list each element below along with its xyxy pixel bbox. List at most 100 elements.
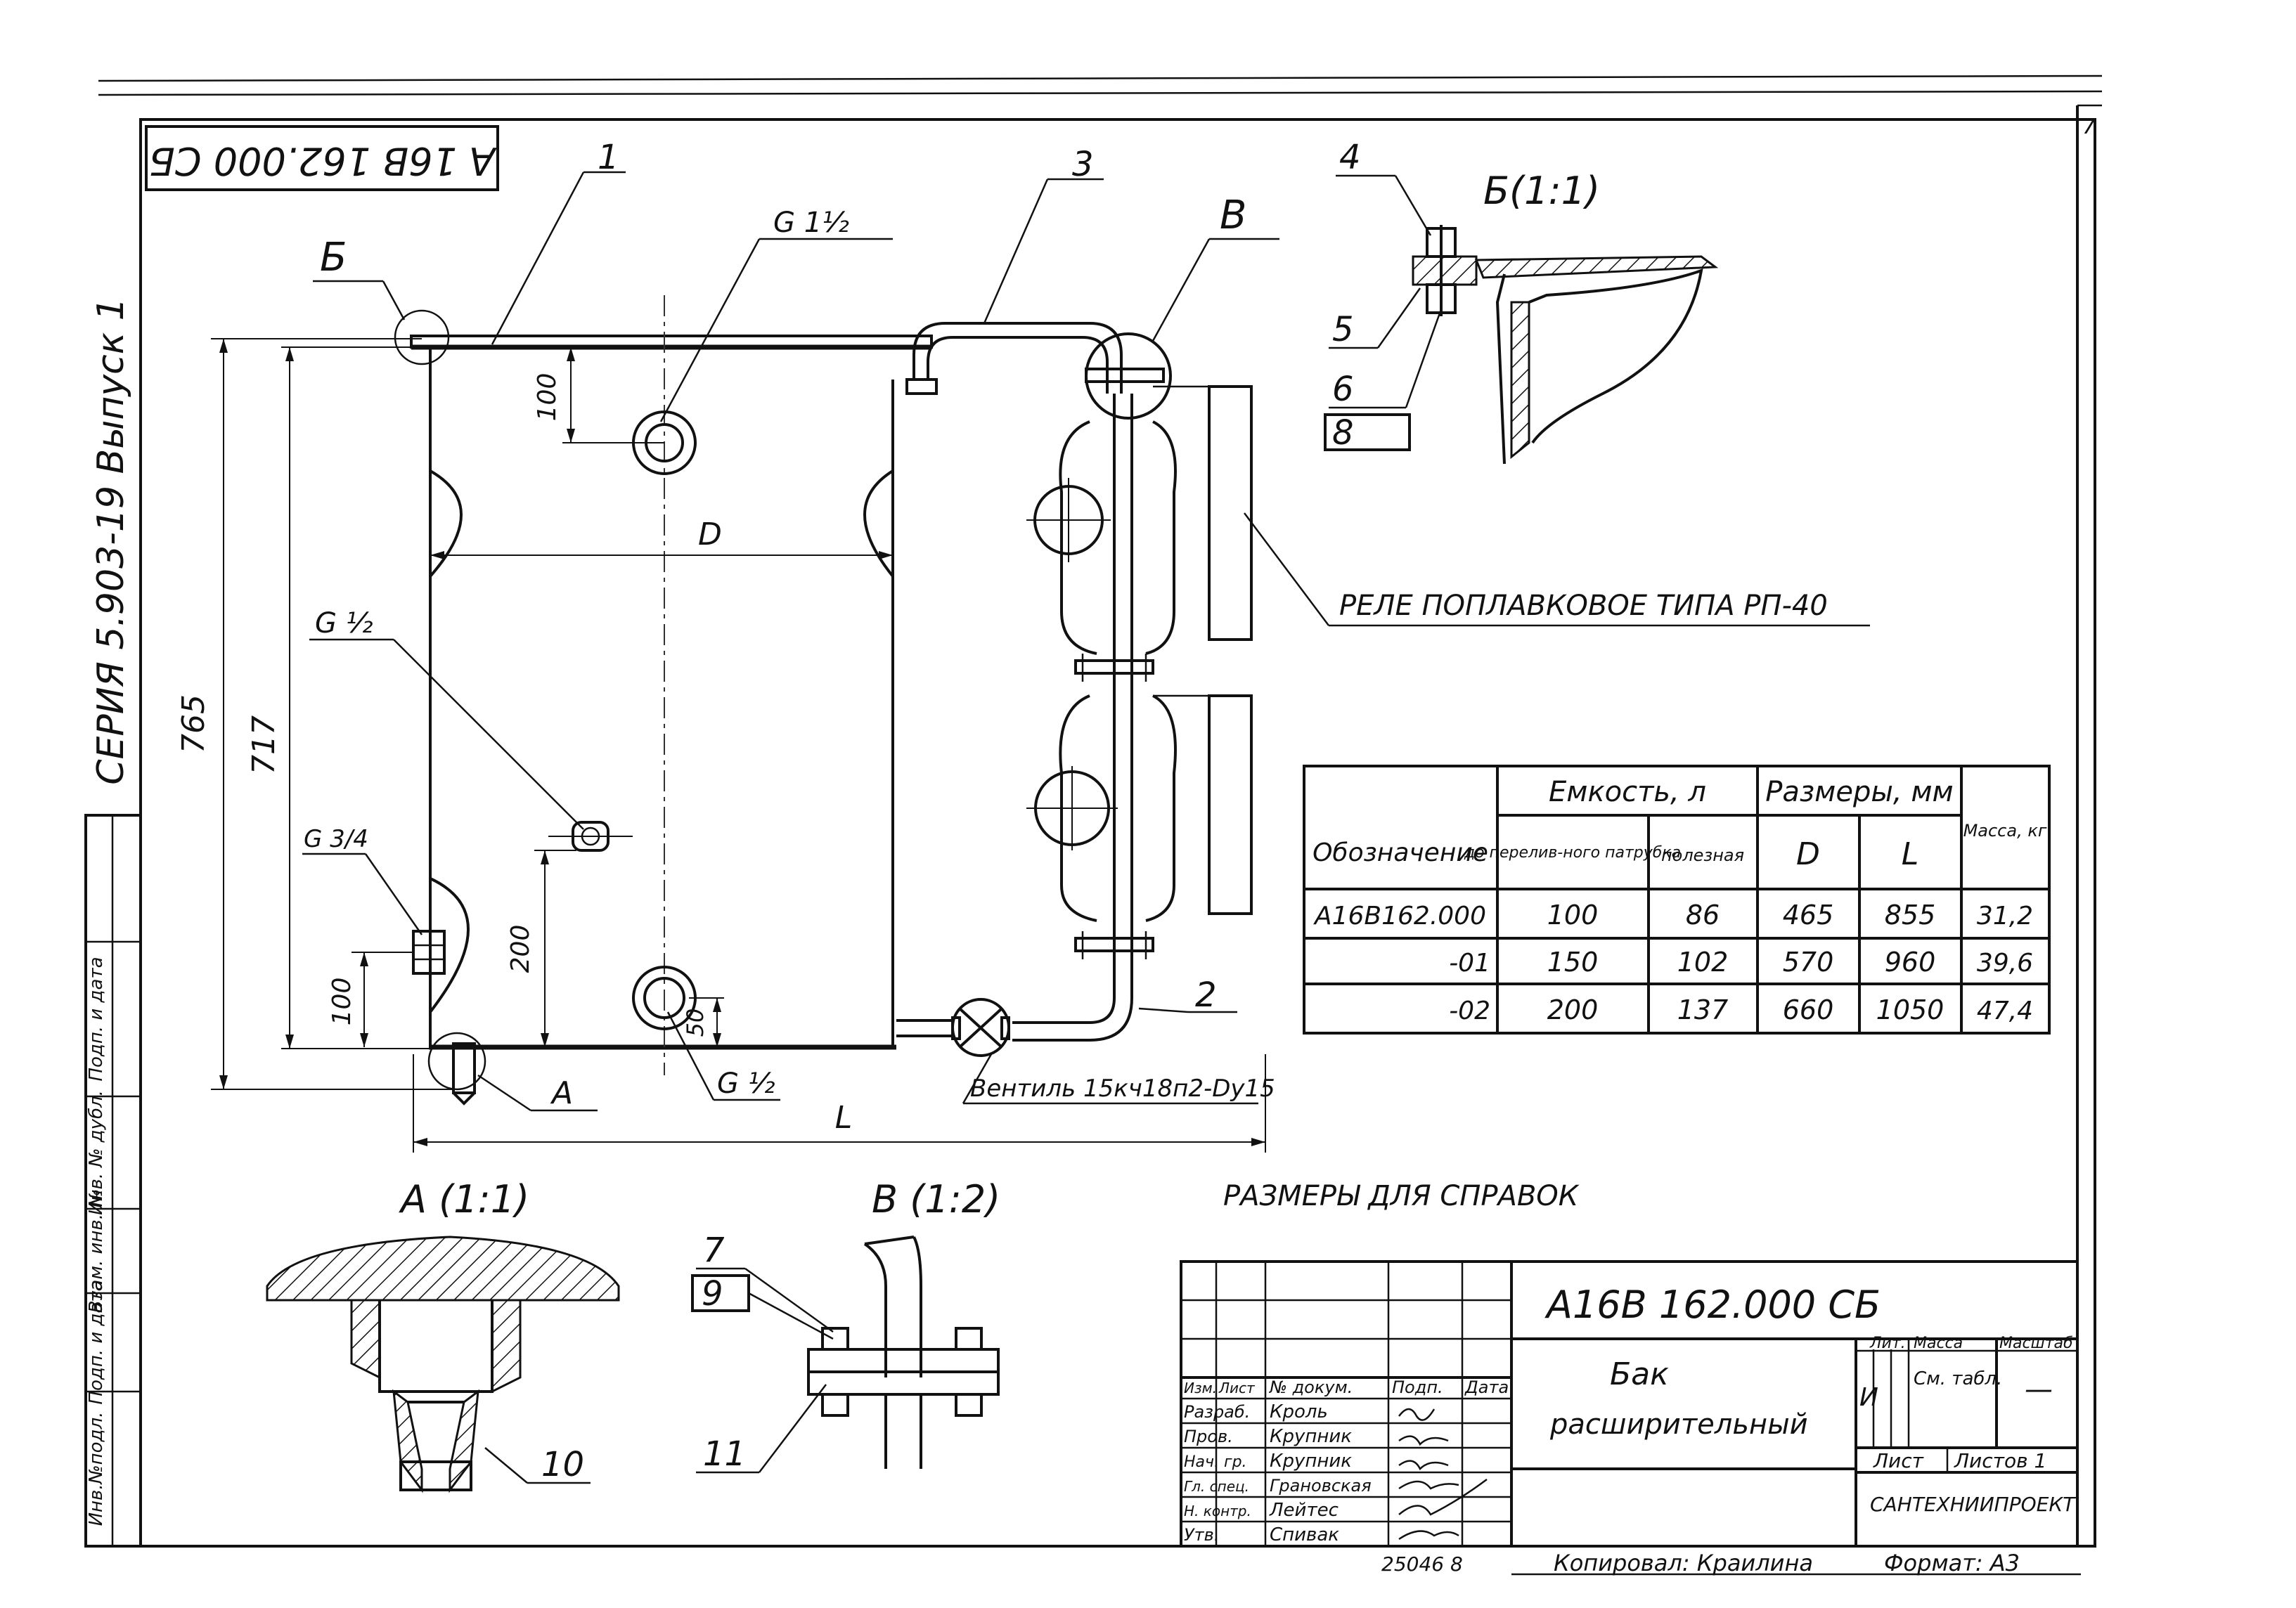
table-row-1-l: 960 bbox=[1885, 947, 1936, 978]
footer-copied: Копировал: Краилина bbox=[1554, 1550, 1813, 1576]
tank-main-view bbox=[394, 295, 933, 1106]
table-row-1-name: -01 bbox=[1449, 949, 1490, 978]
callout-10: 10 bbox=[541, 1445, 584, 1484]
relay-label: РЕЛЕ ПОПЛАВКОВОЕ ТИПА РП-40 bbox=[1339, 590, 1828, 622]
pipe-system bbox=[896, 322, 1253, 1057]
tb-h-sheet: Лист bbox=[1218, 1380, 1256, 1396]
tb-doc-code: А16В 162.000 СБ bbox=[1544, 1283, 1881, 1327]
tb-name-line2: расширительный bbox=[1549, 1408, 1808, 1441]
table-row-2-cap1: 200 bbox=[1547, 994, 1599, 1025]
footer: 25046 8 Копировал: Краилина Формат: А3 bbox=[1381, 1550, 2081, 1576]
detail-v: В (1:2) 7 9 11 bbox=[691, 1177, 1000, 1474]
table-row-2-cap2: 137 bbox=[1677, 994, 1729, 1025]
thread-labels: G 1½ G ½ G 3/4 G ½ bbox=[302, 207, 893, 1101]
callout-2: 2 bbox=[1195, 975, 1217, 1015]
table-header-dims: Размеры, мм bbox=[1765, 776, 1953, 808]
dim-765: 765 bbox=[176, 694, 212, 753]
tb-person-1: Крупник bbox=[1270, 1426, 1352, 1447]
title-block: Изм. Лист № докум. Подп. Дата Разраб. Кр… bbox=[1180, 1260, 2079, 1548]
tb-mass-value: См. табл. bbox=[1914, 1368, 2002, 1389]
margin-inv-podl: Инв.№подл. bbox=[86, 1412, 107, 1526]
detail-a-title: А (1:1) bbox=[399, 1177, 529, 1221]
tb-sheets: Листов 1 bbox=[1954, 1449, 2046, 1472]
tb-role-2: Нач. гр. bbox=[1184, 1453, 1247, 1471]
thread-g1-2-bottom: G ½ bbox=[717, 1068, 775, 1100]
tb-h-sign: Подп. bbox=[1392, 1377, 1443, 1397]
detail-a: А (1:1) 10 bbox=[266, 1177, 620, 1493]
view-letter-v: В bbox=[1220, 193, 1246, 238]
table-header-useful: полезная bbox=[1661, 845, 1744, 865]
dim-200: 200 bbox=[506, 925, 535, 973]
tb-scale: Масштаб bbox=[1999, 1335, 2073, 1352]
table-header-d: D bbox=[1796, 836, 1820, 872]
view-letter-a: А bbox=[550, 1075, 573, 1111]
tb-scale-value: — bbox=[2025, 1373, 2053, 1406]
stamp-code: А 16В 162.000 СБ bbox=[149, 138, 497, 183]
table-row-2-d: 660 bbox=[1783, 994, 1834, 1025]
dim-50: 50 bbox=[682, 1009, 709, 1037]
tb-role-1: Пров. bbox=[1184, 1427, 1233, 1446]
footer-number: 25046 8 bbox=[1381, 1552, 1463, 1576]
table-header-l: L bbox=[1902, 836, 1919, 872]
tb-name-line1: Бак bbox=[1610, 1356, 1669, 1392]
callout-11: 11 bbox=[703, 1434, 746, 1474]
table-row-1-mass: 39,6 bbox=[1977, 949, 2033, 978]
table-header-to-overflow: до перелив-ного патрубка bbox=[1464, 844, 1681, 862]
tb-role-5: Утв. bbox=[1184, 1525, 1219, 1545]
dim-100-top: 100 bbox=[533, 373, 562, 422]
table-row-0-d: 465 bbox=[1783, 900, 1834, 931]
tb-person-4: Лейтес bbox=[1269, 1500, 1339, 1521]
table-row-2-name: -02 bbox=[1449, 997, 1490, 1025]
tb-org: САНТЕХНИИПРОЕКТ bbox=[1870, 1493, 2076, 1516]
tb-person-3: Грановская bbox=[1270, 1476, 1372, 1496]
thread-g3-4: G 3/4 bbox=[304, 825, 368, 853]
tb-lit: Лит. bbox=[1869, 1335, 1906, 1352]
dim-100-bottom: 100 bbox=[328, 978, 356, 1026]
tb-person-0: Кроль bbox=[1270, 1401, 1328, 1422]
detail-b-title: Б(1:1) bbox=[1483, 169, 1600, 213]
margin-inv-dubl: Инв. № дубл. bbox=[86, 1090, 107, 1215]
callout-4: 4 bbox=[1339, 138, 1361, 177]
tb-person-5: Спивак bbox=[1270, 1524, 1339, 1545]
left-margin: СЕРИЯ 5.903-19 Выпуск 1 Инв.№подл. Подп.… bbox=[84, 297, 142, 1548]
dim-d: D bbox=[698, 517, 722, 552]
detail-v-title: В (1:2) bbox=[872, 1177, 1000, 1221]
spec-table: Обозначение Емкость, л до перелив-ного п… bbox=[1303, 765, 2051, 1035]
table-row-1-cap2: 102 bbox=[1677, 947, 1729, 978]
callout-9: 9 bbox=[702, 1274, 723, 1314]
detail-b: Б(1:1) 4 5 6 8 bbox=[1324, 138, 1719, 465]
dimensions: 765 717 D L 100 200 100 50 bbox=[176, 338, 1266, 1153]
callout-8: 8 bbox=[1332, 413, 1354, 453]
valve-label: Вентиль 15кч18п2-Dy15 bbox=[970, 1075, 1275, 1103]
table-header-mass: Масса, кг bbox=[1963, 821, 2047, 841]
tb-role-3: Гл. спец. bbox=[1184, 1478, 1249, 1495]
callout-7: 7 bbox=[703, 1231, 725, 1270]
component-labels: РЕЛЕ ПОПЛАВКОВОЕ ТИПА РП-40 Вентиль 15кч… bbox=[962, 512, 1870, 1212]
margin-vzam-inv: Взам. инв. № bbox=[86, 1189, 107, 1314]
dim-717: 717 bbox=[246, 715, 282, 774]
signature-scribble bbox=[1398, 1408, 1488, 1541]
margin-podp-data-1: Подп. и дата bbox=[86, 1280, 107, 1404]
callout-5: 5 bbox=[1332, 310, 1354, 349]
table-row-0-cap1: 100 bbox=[1547, 900, 1599, 931]
rotated-stamp: А 16В 162.000 СБ bbox=[145, 125, 499, 191]
table-row-0-cap2: 86 bbox=[1686, 900, 1720, 931]
callout-6: 6 bbox=[1332, 370, 1354, 409]
thread-g1-5-top: G 1½ bbox=[773, 207, 849, 239]
table-row-0-name: А16В162.000 bbox=[1313, 902, 1486, 931]
tb-h-date: Дата bbox=[1464, 1377, 1509, 1397]
table-row-0-l: 855 bbox=[1885, 900, 1936, 931]
reference-dimensions-note: РАЗМЕРЫ ДЛЯ СПРАВОК bbox=[1223, 1180, 1580, 1212]
tb-person-2: Крупник bbox=[1270, 1451, 1352, 1472]
table-row-1-cap1: 150 bbox=[1547, 947, 1599, 978]
tb-sheet: Лист bbox=[1873, 1449, 1924, 1472]
footer-format: Формат: А3 bbox=[1884, 1550, 2020, 1576]
table-row-1-d: 570 bbox=[1783, 947, 1834, 978]
thread-g1-2-mid: G ½ bbox=[315, 607, 373, 640]
tb-mass: Масса bbox=[1914, 1335, 1963, 1352]
table-row-2-l: 1050 bbox=[1876, 994, 1944, 1025]
margin-podp-data-2: Подп. и дата bbox=[86, 957, 107, 1081]
main-callouts: 1 3 2 В Б А bbox=[313, 138, 1279, 1112]
sheet-corner-number: 7 bbox=[2082, 115, 2096, 139]
table-header-designation: Обозначение bbox=[1313, 838, 1488, 867]
